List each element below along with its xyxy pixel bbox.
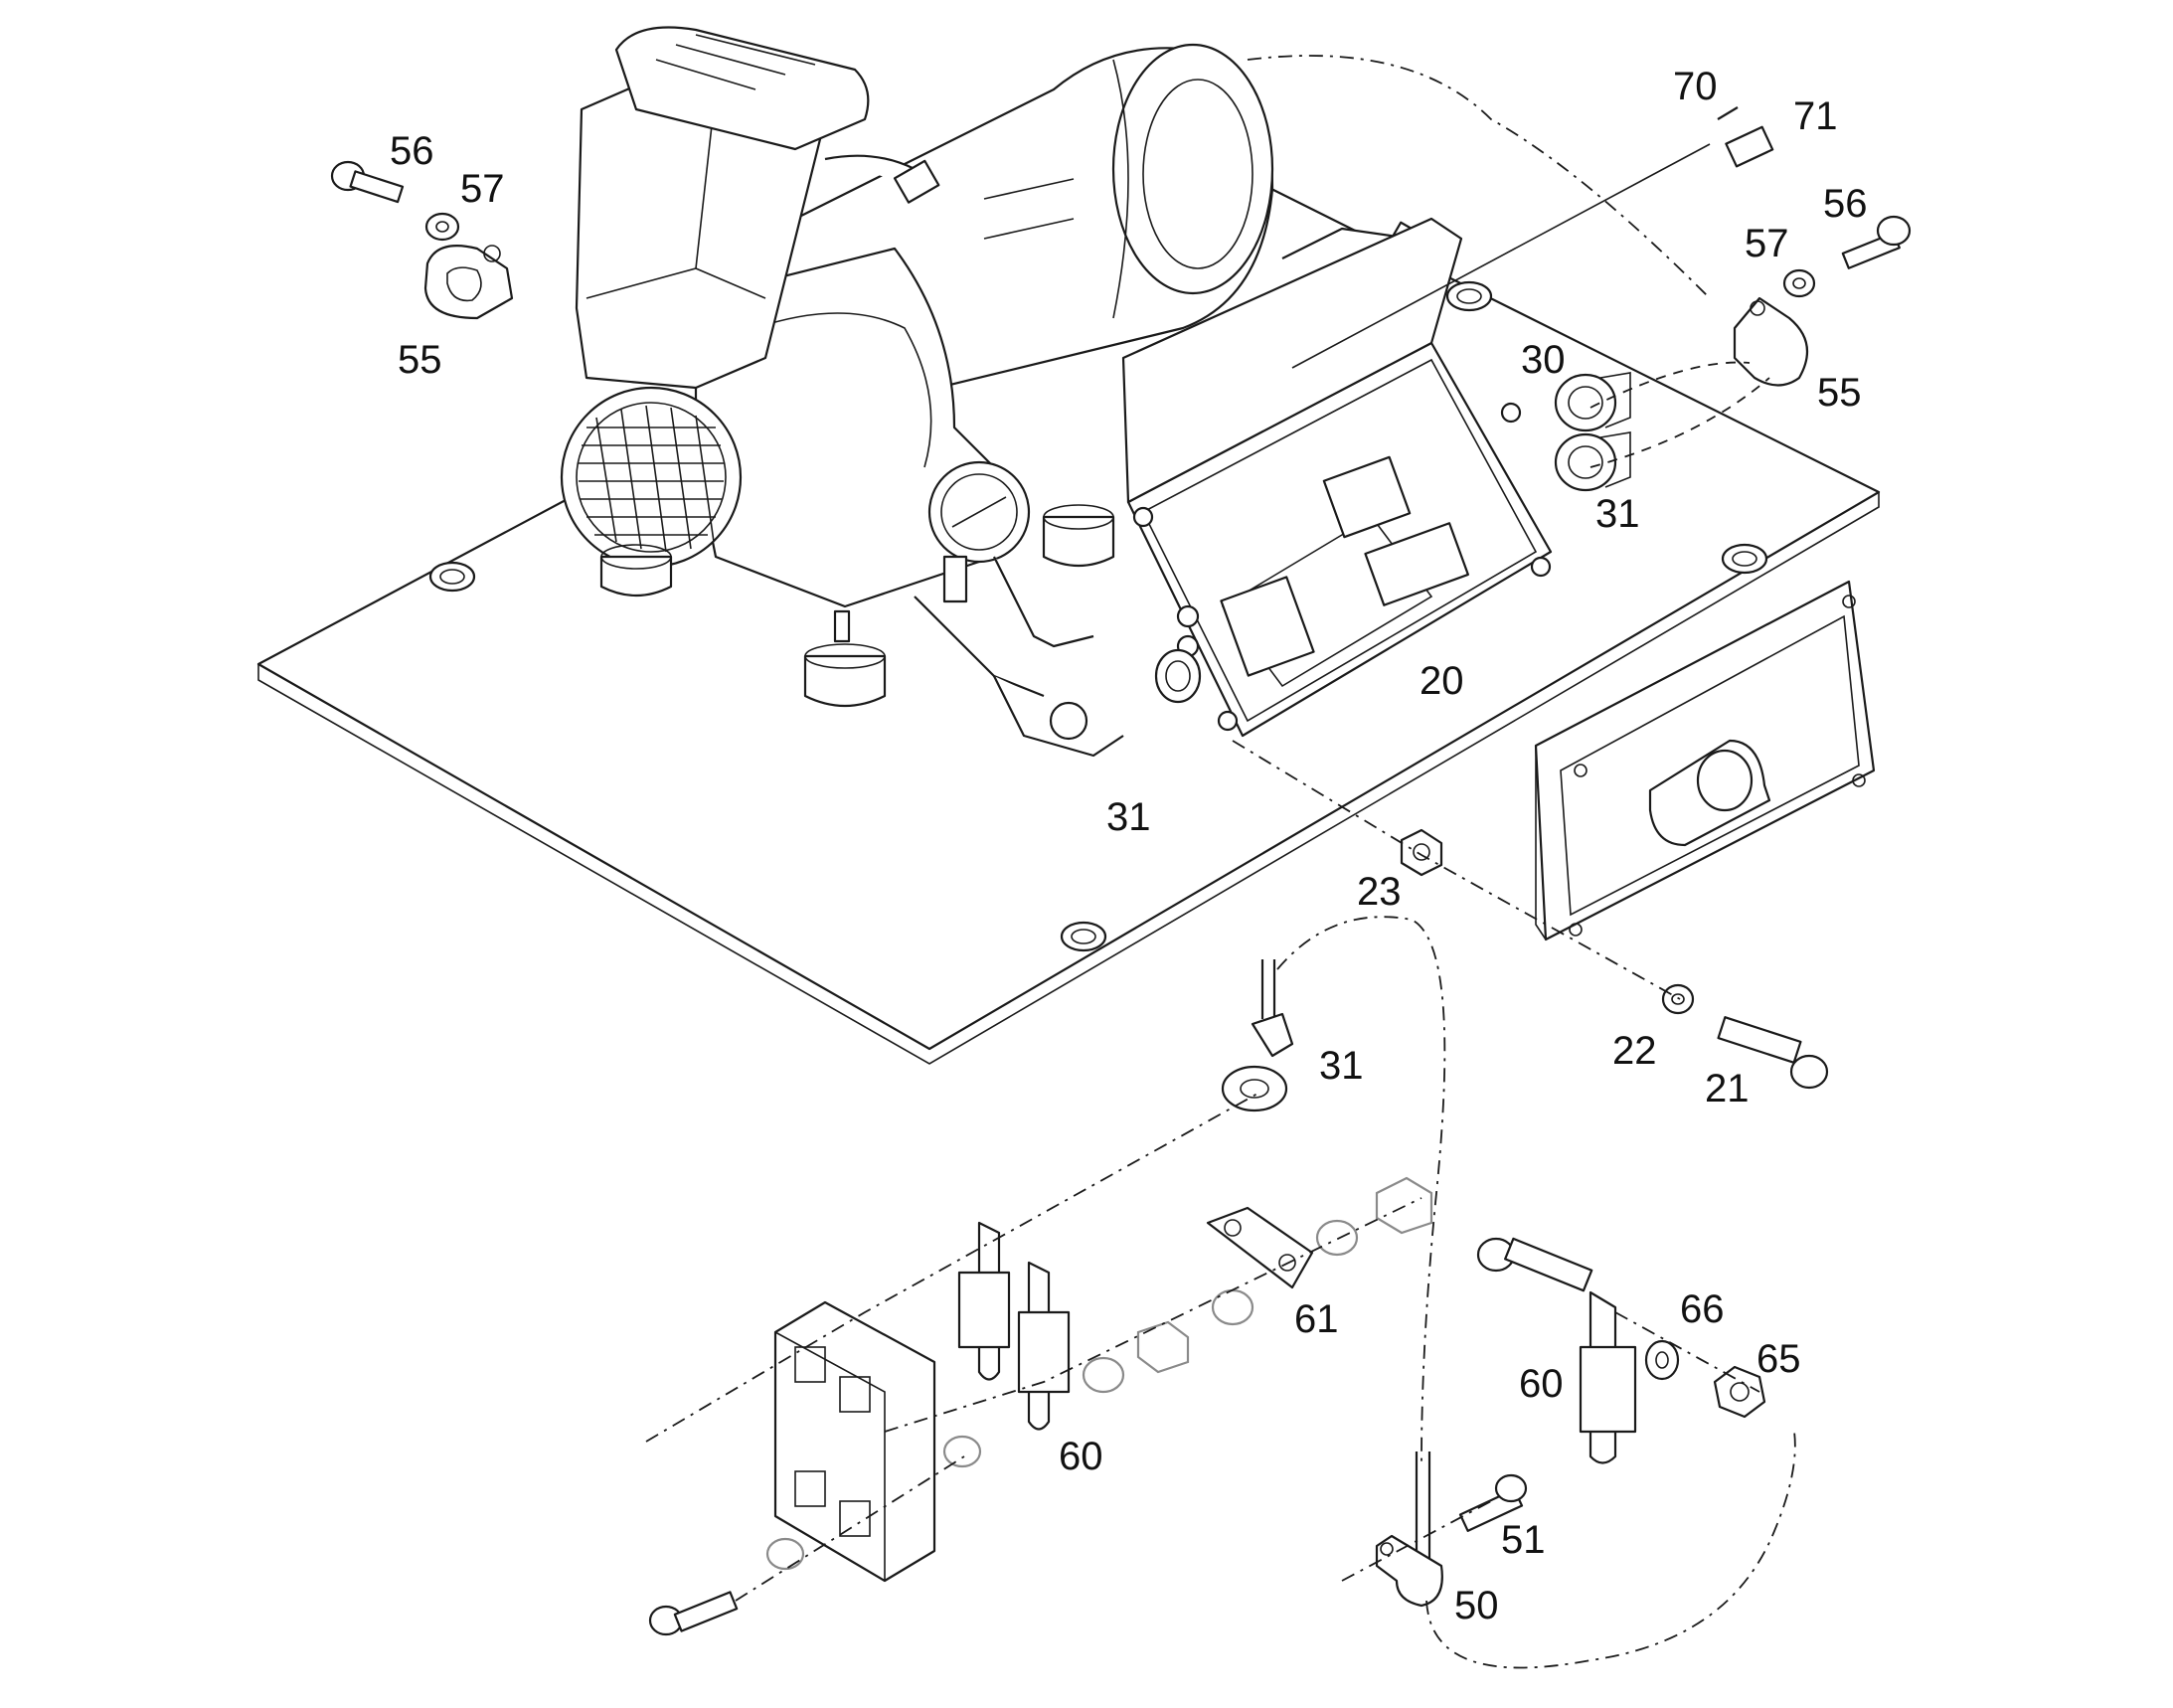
rubber-foot xyxy=(599,504,1115,708)
callout-23: 23 xyxy=(1357,870,1402,914)
washer-57-right xyxy=(1782,268,1816,298)
callout-57: 57 xyxy=(1745,222,1789,265)
callout-60: 60 xyxy=(1059,1435,1103,1478)
leader-lines xyxy=(645,55,1796,1669)
callout-55: 55 xyxy=(1817,371,1862,415)
fuse-holder-block xyxy=(773,1300,936,1583)
electrical-box xyxy=(1121,217,1553,738)
callout-56: 56 xyxy=(390,129,434,173)
washer-row xyxy=(765,1176,1433,1571)
nut-23 xyxy=(1400,828,1443,877)
cable-clamp-50 xyxy=(1375,1452,1443,1608)
washer-57-left xyxy=(424,212,460,242)
callout-56: 56 xyxy=(1823,182,1868,226)
bolt-56-right xyxy=(1841,215,1912,269)
box-cover-lid xyxy=(1534,580,1876,941)
callout-21: 21 xyxy=(1705,1067,1750,1110)
pressure-gauge xyxy=(927,460,1031,603)
sleeve-71 xyxy=(1725,125,1774,168)
callout-65: 65 xyxy=(1756,1337,1801,1381)
bolt-51 xyxy=(1458,1473,1528,1532)
cable-gland xyxy=(1154,648,1202,704)
callout-51: 51 xyxy=(1501,1518,1546,1562)
callout-30: 30 xyxy=(1521,338,1566,382)
callout-labels: 56 57 55 70 71 56 57 55 30 31 20 31 23 2… xyxy=(390,65,1868,1627)
callout-31: 31 xyxy=(1319,1044,1364,1088)
clamp-55-right xyxy=(1733,296,1809,387)
callout-31: 31 xyxy=(1595,492,1640,536)
callout-22: 22 xyxy=(1612,1029,1657,1073)
callout-55: 55 xyxy=(398,338,442,382)
fan-grille xyxy=(560,386,743,569)
callout-60: 60 xyxy=(1519,1362,1564,1406)
bolt-lower-left xyxy=(648,1591,739,1636)
washer-66 xyxy=(1644,1339,1680,1381)
bolt-21 xyxy=(1717,1016,1829,1090)
bolt-56-left xyxy=(330,160,405,204)
fuse-60-left xyxy=(957,1221,1071,1431)
relay-component xyxy=(1220,455,1469,677)
ring-terminal-31 xyxy=(1221,959,1294,1112)
bolt-lower-right xyxy=(1476,1237,1593,1292)
washer-22 xyxy=(1661,983,1695,1015)
callout-20: 20 xyxy=(1420,659,1464,703)
bus-bar-61 xyxy=(1206,1206,1314,1289)
nut-65 xyxy=(1713,1365,1766,1419)
clamp-55-left xyxy=(423,245,514,320)
callout-57: 57 xyxy=(460,167,505,211)
callout-61: 61 xyxy=(1294,1297,1339,1341)
callout-66: 66 xyxy=(1680,1287,1725,1331)
plate-mounting-hole xyxy=(428,280,1768,952)
fuse-60-right xyxy=(1579,1290,1637,1464)
callout-50: 50 xyxy=(1454,1584,1499,1627)
callout-31: 31 xyxy=(1106,795,1151,839)
push-button xyxy=(1696,749,1754,812)
callout-71: 71 xyxy=(1793,94,1838,138)
callout-70: 70 xyxy=(1673,65,1718,108)
box-screw-hole xyxy=(1132,402,1552,732)
pin-70 xyxy=(1717,106,1739,120)
cable-gland-30 xyxy=(1554,372,1631,432)
